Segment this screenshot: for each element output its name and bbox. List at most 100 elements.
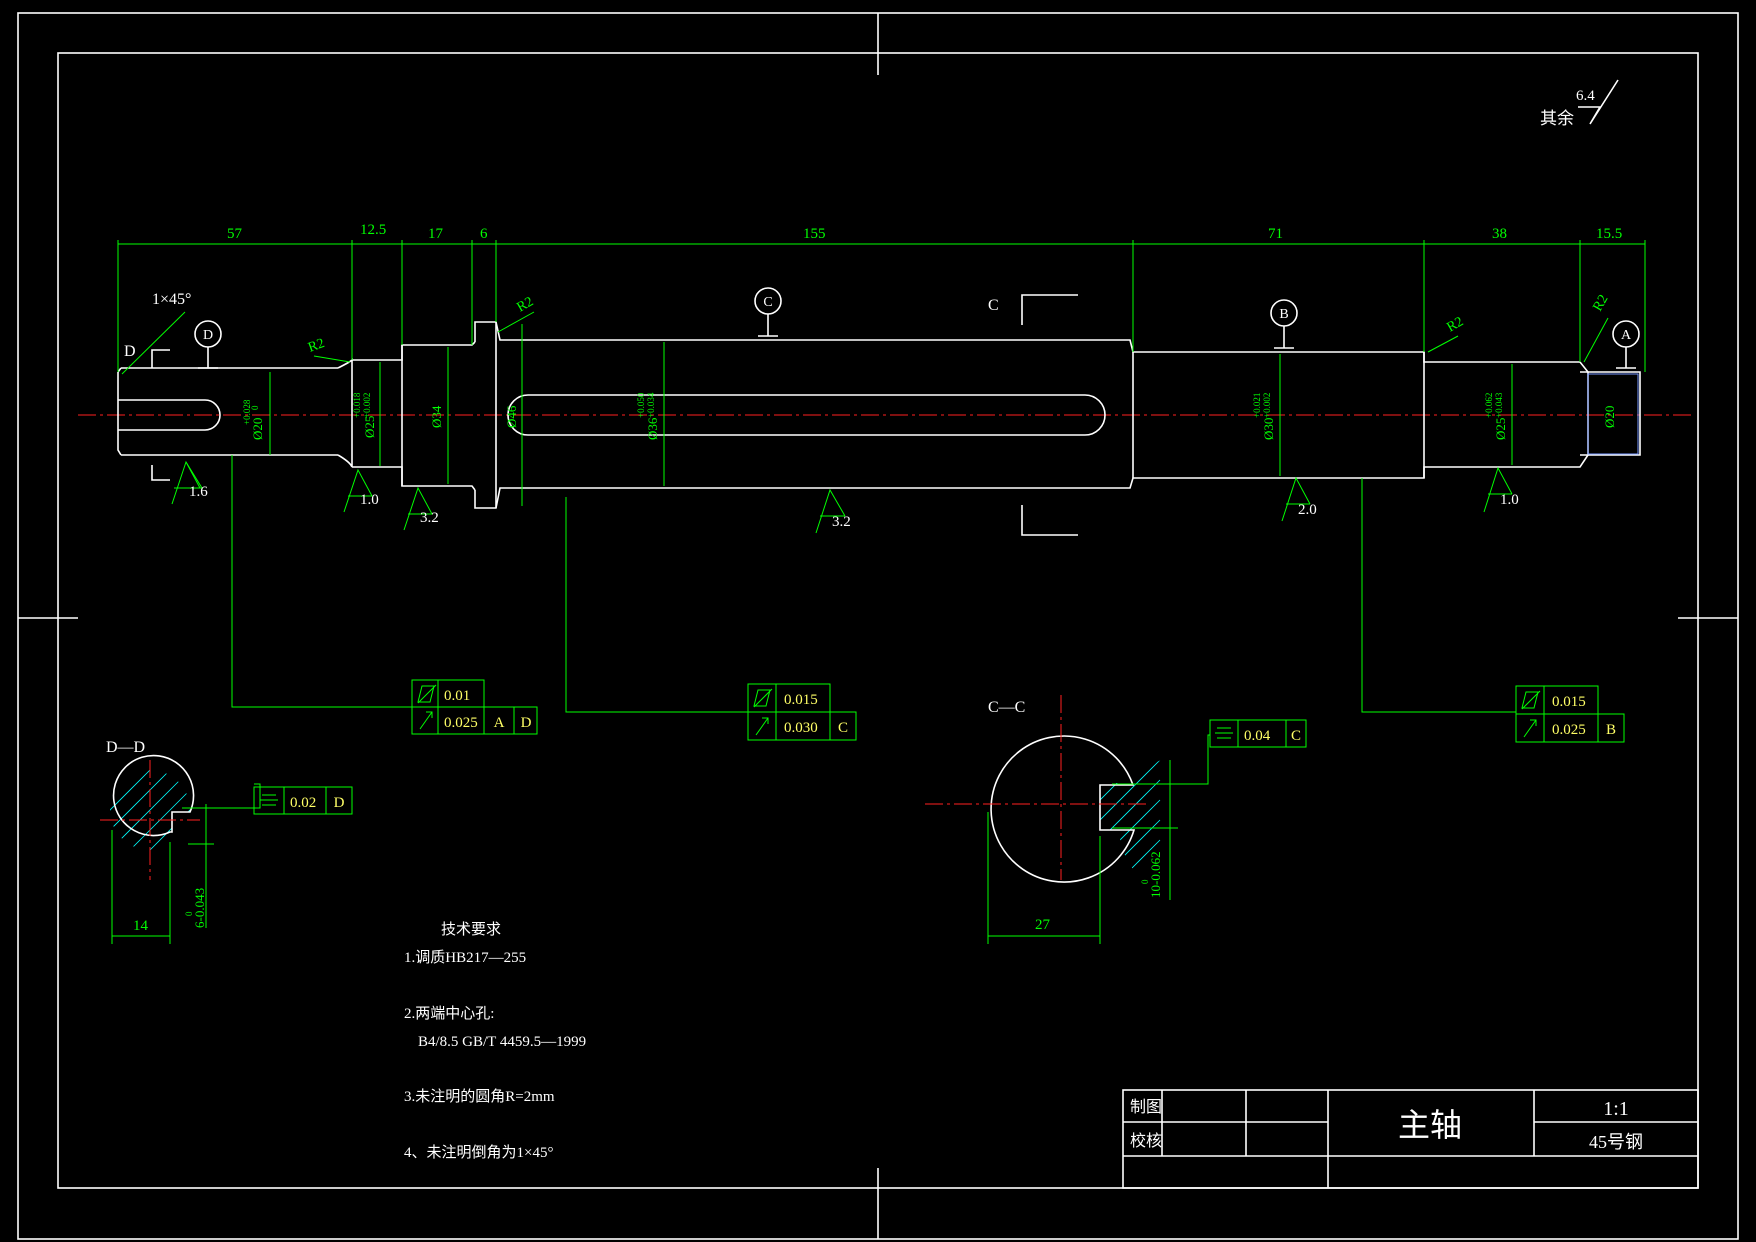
svg-text:1.0: 1.0 xyxy=(1500,492,1519,508)
svg-text:0.015: 0.015 xyxy=(1552,694,1586,710)
diameter-dims: Ø20 +0.028 0 Ø25 +0.018 +0.002 Ø34 Ø46 Ø… xyxy=(242,392,1617,440)
fcf-1: 0.01 0.025 A D xyxy=(411,679,538,735)
svg-text:+0.021: +0.021 xyxy=(1252,393,1262,418)
svg-text:Ø20: Ø20 xyxy=(250,418,265,440)
svg-text:Ø25: Ø25 xyxy=(362,416,377,438)
svg-text:6: 6 xyxy=(480,226,488,242)
top-dims: 57 12.5 17 6 155 71 38 15.5 xyxy=(227,222,1622,242)
svg-text:D: D xyxy=(124,343,136,360)
svg-text:2.两端中心孔:: 2.两端中心孔: xyxy=(404,1005,494,1022)
diameter-dim-lines xyxy=(269,324,1513,506)
svg-text:A: A xyxy=(494,715,505,731)
svg-text:C: C xyxy=(1291,728,1301,744)
svg-text:校核: 校核 xyxy=(1130,1132,1162,1150)
svg-text:1:1: 1:1 xyxy=(1603,1098,1629,1120)
svg-text:C: C xyxy=(988,297,999,314)
svg-text:17: 17 xyxy=(428,226,444,242)
svg-text:B4/8.5 GB/T 4459.5—1999: B4/8.5 GB/T 4459.5—1999 xyxy=(418,1034,586,1050)
top-dim-lines xyxy=(117,240,1646,372)
roughness-marks xyxy=(171,460,1513,534)
svg-text:C: C xyxy=(838,720,848,736)
svg-text:38: 38 xyxy=(1492,226,1507,242)
svg-text:0.01: 0.01 xyxy=(444,688,470,704)
svg-text:1.0: 1.0 xyxy=(360,492,379,508)
svg-text:3.2: 3.2 xyxy=(832,514,851,530)
svg-text:D: D xyxy=(203,328,213,343)
svg-text:+0.002: +0.002 xyxy=(1262,393,1272,418)
svg-text:0.015: 0.015 xyxy=(784,692,818,708)
svg-text:Ø25: Ø25 xyxy=(1493,418,1508,440)
svg-text:3.未注明的圆角R=2mm: 3.未注明的圆角R=2mm xyxy=(404,1088,555,1105)
svg-text:B: B xyxy=(1606,722,1616,738)
roughness-values: 1.6 1.0 3.2 3.2 2.0 1.0 xyxy=(189,484,1519,530)
svg-text:制图: 制图 xyxy=(1130,1098,1162,1116)
svg-text:D—D: D—D xyxy=(106,739,145,756)
tech-requirements: 技术要求 1.调质HB217—255 2.两端中心孔: B4/8.5 GB/T … xyxy=(404,921,586,1161)
inner-border xyxy=(57,52,1699,1189)
svg-text:Ø20: Ø20 xyxy=(1602,406,1617,428)
svg-text:R2: R2 xyxy=(1590,292,1611,314)
fillet-labels: R2 R2 R2 R2 xyxy=(306,292,1612,363)
svg-text:+0.034: +0.034 xyxy=(646,392,656,418)
svg-text:R2: R2 xyxy=(515,294,537,315)
svg-text:+0.043: +0.043 xyxy=(1494,392,1504,418)
hatch-dd xyxy=(110,769,191,850)
svg-text:+0.002: +0.002 xyxy=(362,393,372,418)
svg-text:技术要求: 技术要求 xyxy=(441,921,501,938)
svg-text:57: 57 xyxy=(227,226,243,242)
title-block xyxy=(1122,1089,1699,1189)
svg-text:0: 0 xyxy=(250,405,260,410)
svg-text:R2: R2 xyxy=(306,336,326,356)
svg-text:6-0.043: 6-0.043 xyxy=(192,888,207,928)
svg-text:C: C xyxy=(763,295,772,310)
svg-text:0.025: 0.025 xyxy=(444,715,478,731)
svg-text:Ø46: Ø46 xyxy=(504,405,519,428)
svg-text:4、未注明倒角为1×45°: 4、未注明倒角为1×45° xyxy=(404,1144,553,1161)
outer-border xyxy=(17,12,1739,1240)
svg-text:27: 27 xyxy=(1035,917,1051,933)
svg-text:其余: 其余 xyxy=(1540,109,1574,128)
hatch-cc xyxy=(1100,753,1161,900)
svg-text:Ø30: Ø30 xyxy=(1261,418,1276,440)
svg-text:0: 0 xyxy=(184,911,194,916)
svg-text:1.6: 1.6 xyxy=(189,484,208,500)
datum-symbols: D C B A xyxy=(194,287,1640,369)
svg-text:D: D xyxy=(521,715,532,731)
section-cc: C—C 27 10-0.062 0 0.04 C xyxy=(925,695,1307,944)
svg-text:+0.062: +0.062 xyxy=(1484,393,1494,418)
svg-text:B: B xyxy=(1279,307,1288,322)
title-block-text: 制图 校核 主轴 1:1 45号钢 xyxy=(1130,1098,1643,1152)
svg-text:155: 155 xyxy=(803,226,826,242)
svg-text:71: 71 xyxy=(1268,226,1283,242)
section-dd: D—D 14 6-0.043 0 0.02 D xyxy=(100,739,353,944)
svg-text:1×45°: 1×45° xyxy=(152,291,191,308)
fcf-3: 0.015 0.025 B xyxy=(1515,685,1625,743)
svg-text:A: A xyxy=(1621,328,1632,343)
svg-text:Ø36: Ø36 xyxy=(645,417,660,440)
svg-text:14: 14 xyxy=(133,918,149,934)
thread-end xyxy=(1587,373,1639,455)
svg-text:Ø34: Ø34 xyxy=(429,405,444,428)
svg-text:0.04: 0.04 xyxy=(1244,728,1271,744)
svg-text:0: 0 xyxy=(1140,879,1150,884)
svg-text:C—C: C—C xyxy=(988,699,1025,716)
svg-text:0.025: 0.025 xyxy=(1552,722,1586,738)
svg-text:1.调质HB217—255: 1.调质HB217—255 xyxy=(404,949,526,966)
center-marks xyxy=(18,13,1738,1239)
svg-text:2.0: 2.0 xyxy=(1298,502,1317,518)
fcf-leaders xyxy=(231,455,1516,713)
svg-text:6.4: 6.4 xyxy=(1576,88,1595,104)
svg-text:0.030: 0.030 xyxy=(784,720,818,736)
roughness-note: 其余 6.4 xyxy=(1540,79,1619,128)
svg-text:R2: R2 xyxy=(1445,314,1467,335)
svg-text:45号钢: 45号钢 xyxy=(1589,1132,1643,1152)
section-cut-c: C xyxy=(988,294,1078,536)
chamfer-note: 1×45° xyxy=(121,291,191,375)
svg-text:+0.028: +0.028 xyxy=(242,399,252,425)
fcf-2: 0.015 0.030 C xyxy=(747,683,857,741)
svg-text:+0.050: +0.050 xyxy=(636,392,646,418)
svg-text:主轴: 主轴 xyxy=(1398,1107,1462,1143)
svg-text:12.5: 12.5 xyxy=(360,222,386,238)
svg-text:10-0.062: 10-0.062 xyxy=(1148,851,1163,898)
